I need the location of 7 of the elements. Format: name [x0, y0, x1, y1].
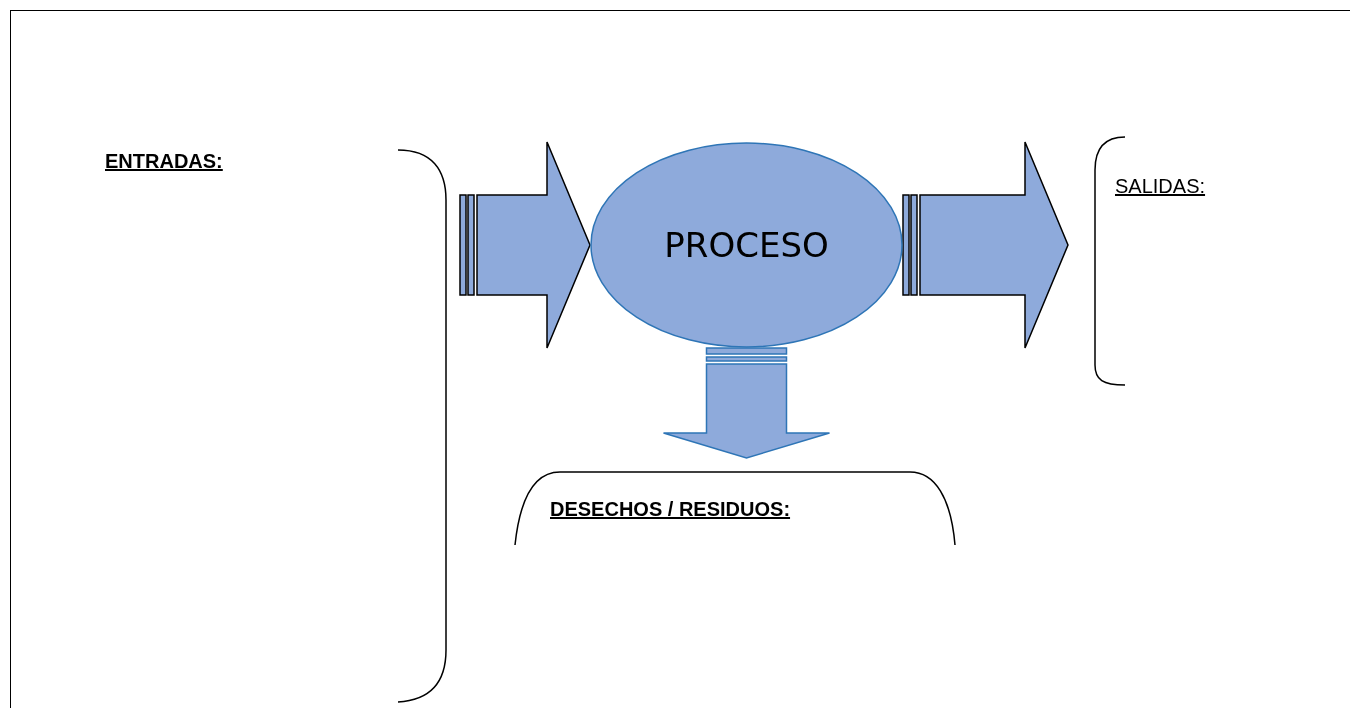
section-heading: DESECHOS / RESIDUOS: — [550, 498, 791, 521]
block-arrow — [459, 141, 591, 349]
section-heading: ENTRADAS: — [105, 150, 223, 173]
block-arrow — [902, 141, 1069, 349]
block-arrow — [662, 347, 831, 459]
section-heading: SALIDAS: — [1115, 175, 1206, 198]
process-label: PROCESO — [664, 225, 829, 265]
